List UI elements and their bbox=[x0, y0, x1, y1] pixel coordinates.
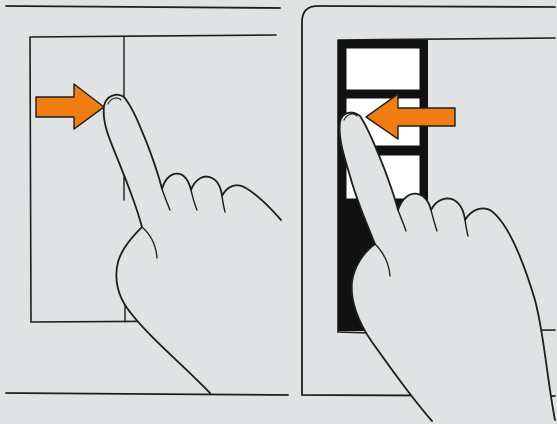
strip-tile-1 bbox=[346, 48, 420, 90]
pointing-hand-icon bbox=[104, 95, 281, 393]
arrow-right-icon bbox=[36, 84, 104, 129]
pointing-hand-icon bbox=[340, 113, 555, 421]
right-panel bbox=[302, 6, 555, 421]
left-panel bbox=[6, 6, 288, 395]
